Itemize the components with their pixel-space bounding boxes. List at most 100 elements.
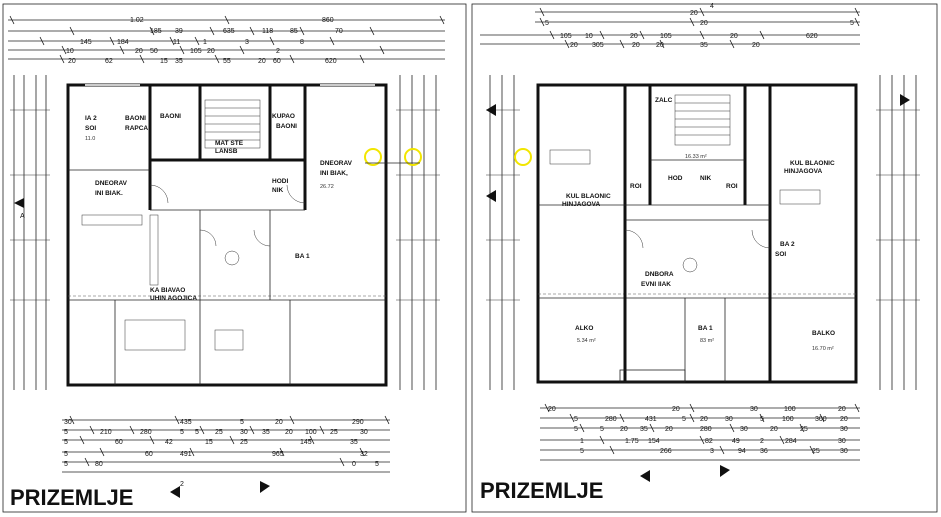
right-bdim-r1-2: 30	[750, 406, 758, 413]
right-bdim-r5-5: 25	[812, 448, 820, 455]
right-bdim-r4-1: 1.75	[625, 438, 639, 445]
right-bdim-r3-2: 20	[620, 426, 628, 433]
right-room-label: NIK	[700, 175, 712, 182]
right-bdim-r1-0: 20	[548, 406, 556, 413]
right-bdim-r3-6: 30	[740, 426, 748, 433]
left-dim-r4-5: 2	[276, 48, 280, 55]
right-dim-r2-0: 5	[545, 20, 549, 27]
left-top-dimensions: 1.02 860 185 39 635 118 85 70 145 184 11…	[8, 15, 445, 65]
right-bdim-r4-0: 1	[580, 438, 584, 445]
left-floor-plan: 1.02 860 185 39 635 118 85 70 145 184 11…	[2, 3, 467, 513]
right-room-area: 5.34 m²	[577, 338, 596, 344]
right-room-label: KUL BLAONIC	[566, 193, 611, 200]
right-bdim-r2-5: 30	[725, 416, 733, 423]
left-bdim-r3-4: 25	[240, 439, 248, 446]
left-bdim-r3-3: 15	[205, 439, 213, 446]
left-dim-r5-7: 620	[325, 58, 337, 65]
left-dim-r3-4: 3	[245, 39, 249, 46]
left-room-area: 26.72	[320, 184, 334, 190]
right-bdim-r3-9: 30	[840, 426, 848, 433]
right-dim-r3-0: 105	[560, 33, 572, 40]
left-bdim-r2-0: 5	[64, 429, 68, 436]
left-dim-r5-6: 60	[273, 58, 281, 65]
right-room-label: ZALC	[655, 97, 673, 104]
left-bdim-r5-4: 5	[375, 461, 379, 468]
right-bdim-r1-4: 20	[838, 406, 846, 413]
right-dim-r4-5: 20	[752, 42, 760, 49]
right-room-label: HOD	[668, 175, 683, 182]
left-room-label: SOI	[85, 125, 96, 132]
left-side-dimensions	[10, 75, 440, 390]
right-dim-r1-1: 4	[710, 3, 714, 10]
left-dim-r3-0: 145	[80, 39, 92, 46]
left-room-label: KUPAO	[272, 113, 295, 120]
right-dim-r1-0: 20	[690, 10, 698, 17]
right-room-label: BA 1	[698, 325, 713, 332]
left-room-area: 11.0	[85, 136, 95, 142]
left-room-label: LANSB	[215, 148, 238, 155]
left-bdim-r3-2: 42	[165, 439, 173, 446]
left-room-label: BAONI	[160, 113, 181, 120]
left-bdim-r2-11: 30	[360, 429, 368, 436]
left-bdim-r1-0: 30	[64, 419, 72, 426]
right-room-area: 83 m²	[700, 338, 714, 344]
right-bdim-r4-3: 82	[705, 438, 713, 445]
left-room-label: BAONI	[276, 123, 297, 130]
left-room-labels: IA 2 SOI 11.0 BAONI RAPCA BAONI KUPAO BA…	[85, 113, 353, 302]
right-room-label: HINJAGOVA	[562, 201, 600, 208]
right-bdim-r5-3: 94	[738, 448, 746, 455]
right-bdim-r4-7: 30	[838, 438, 846, 445]
right-dim-r4-2: 20	[632, 42, 640, 49]
left-room-label: UHIN AGOJICA	[150, 295, 197, 302]
left-bdim-r2-1: 210	[100, 429, 112, 436]
left-section-markers: A	[14, 148, 422, 498]
right-bdim-r2-9: 20	[840, 416, 848, 423]
right-dim-r2-2: 5	[850, 20, 854, 27]
left-top-dim-2: 860	[322, 17, 334, 24]
left-sheet-frame	[2, 3, 467, 513]
left-dim-r5-2: 15	[160, 58, 168, 65]
left-bdim-r2-7: 35	[262, 429, 270, 436]
left-room-label: KA BIAVAO	[150, 287, 185, 294]
left-dim-r5-0: 20	[68, 58, 76, 65]
right-room-label: ALKO	[575, 325, 593, 332]
left-dim-r3-3: 1	[203, 39, 207, 46]
left-bdim-r3-6: 35	[350, 439, 358, 446]
left-dim-r2-5: 70	[335, 28, 343, 35]
right-bdim-r5-1: 266	[660, 448, 672, 455]
right-bdim-r2-1: 280	[605, 416, 617, 423]
right-bdim-r5-0: 5	[580, 448, 584, 455]
left-room-label: IA 2	[85, 115, 97, 122]
right-dim-r3-4: 20	[730, 33, 738, 40]
left-room-label: INI BIAK.	[95, 190, 123, 197]
left-dim-r4-2: 50	[150, 48, 158, 55]
left-dim-r4-0: 10	[66, 48, 74, 55]
left-dim-r3-1: 184	[117, 39, 129, 46]
left-room-label: HODI	[272, 178, 288, 185]
left-bdim-r5-2: 2	[180, 481, 184, 488]
left-room-label: INI BIAK,	[320, 170, 348, 177]
right-bdim-r4-2: 154	[648, 438, 660, 445]
left-bdim-r1-4: 290	[352, 419, 364, 426]
left-dim-r2-1: 39	[175, 28, 183, 35]
left-bdim-r2-9: 100	[305, 429, 317, 436]
yellow-marker	[514, 148, 532, 166]
left-bdim-r3-1: 60	[115, 439, 123, 446]
left-bdim-r4-1: 60	[145, 451, 153, 458]
right-bdim-r4-4: 49	[732, 438, 740, 445]
right-bdim-r1-3: 100	[784, 406, 796, 413]
right-bdim-r3-0: 5	[574, 426, 578, 433]
left-bdim-r5-1: 5	[64, 461, 68, 468]
section-marker-a: A	[20, 213, 25, 220]
right-bdim-r3-8: 25	[800, 426, 808, 433]
right-plan-caption: PRIZEMLJE	[480, 478, 603, 503]
left-dim-r4-3: 105	[190, 48, 202, 55]
right-dim-r2-1: 20	[700, 20, 708, 27]
right-room-label: ROI	[726, 183, 738, 190]
right-room-label: BA 2	[780, 241, 795, 248]
right-room-area: 16.33 m²	[685, 154, 707, 160]
right-bdim-r5-6: 30	[840, 448, 848, 455]
left-room-label: NIK	[272, 187, 284, 194]
left-dim-r4-4: 20	[207, 48, 215, 55]
